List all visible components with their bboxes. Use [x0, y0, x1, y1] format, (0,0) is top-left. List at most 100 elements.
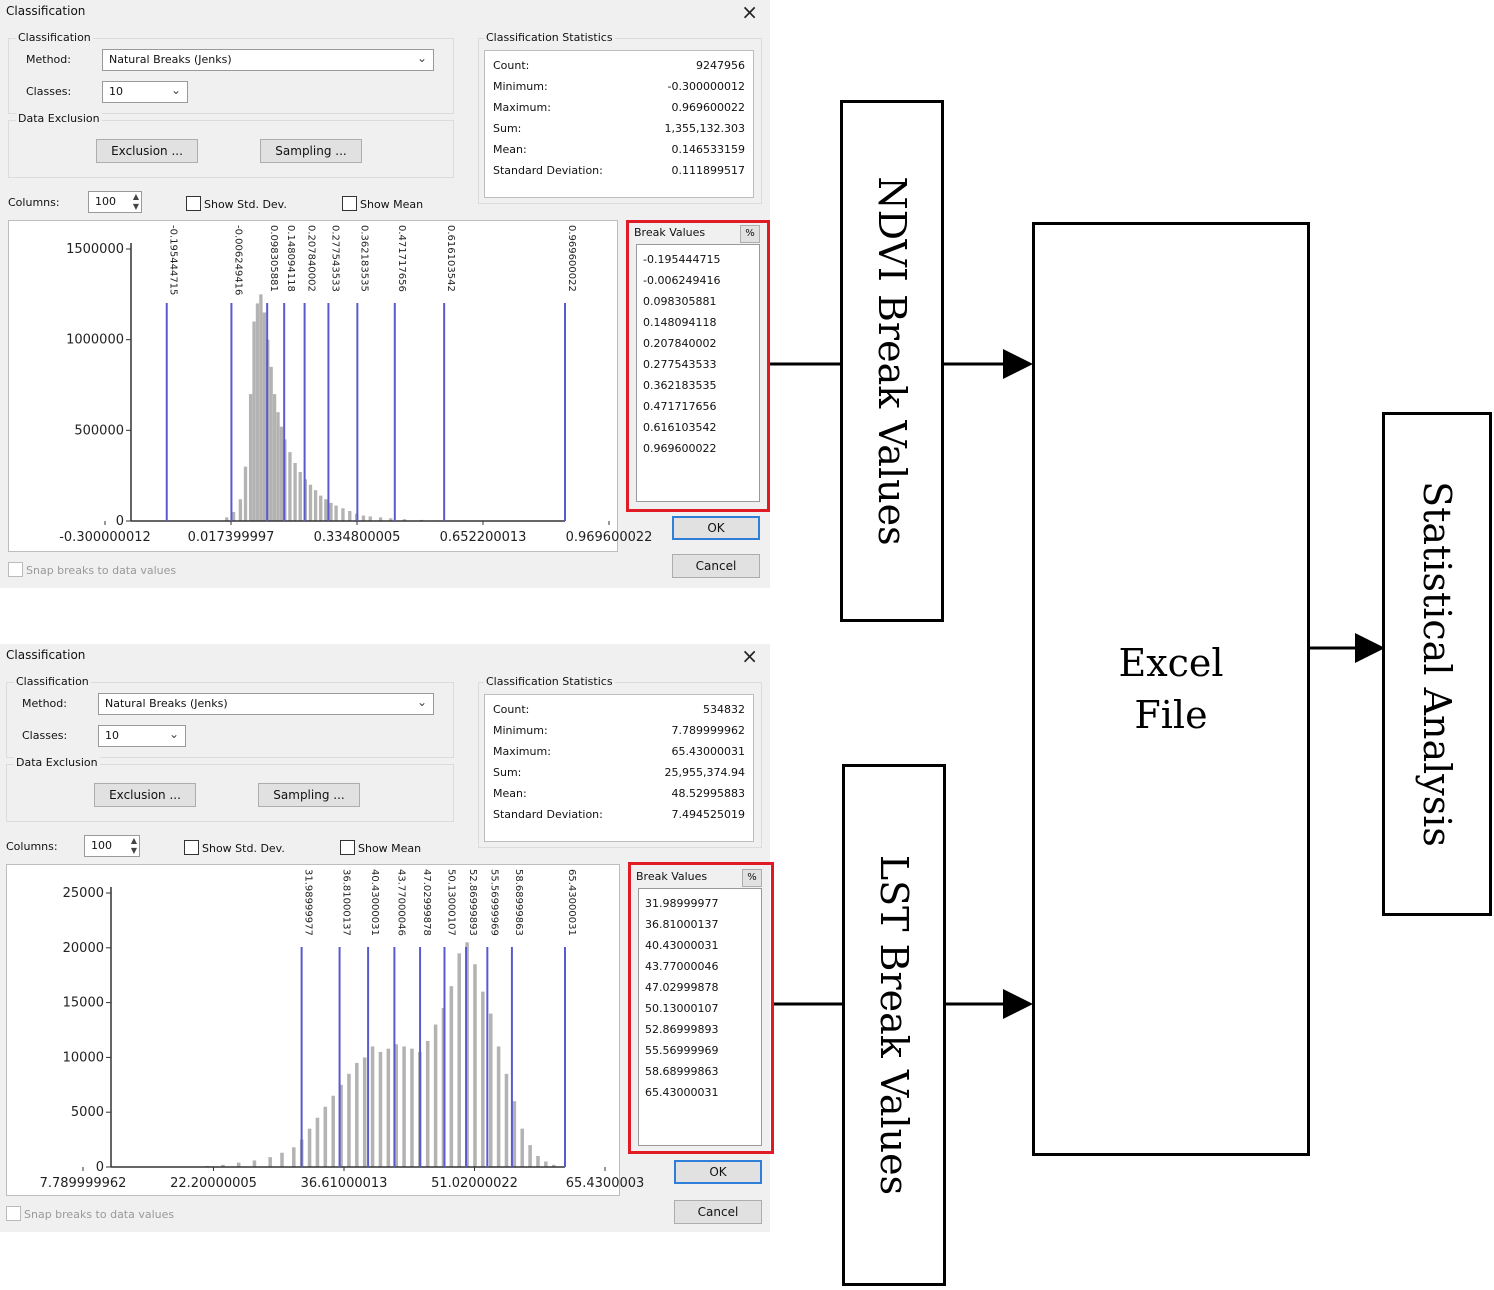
stat-label: Mean: — [493, 787, 527, 800]
stat-value: 1,355,132.303 — [664, 122, 745, 135]
data-exclusion-group-label: Data Exclusion — [16, 112, 102, 125]
dialog-title: Classification — [6, 4, 86, 18]
break-value-item[interactable]: 65.43000031 — [645, 1086, 719, 1099]
break-value-item[interactable]: 31.98999977 — [645, 897, 719, 910]
columns-value: 100 — [95, 195, 116, 208]
stats-panel: Count:9247956 Minimum:-0.300000012 Maxim… — [484, 50, 754, 198]
x-tick-label: 65.4300003 — [566, 1176, 645, 1191]
histogram-bar — [279, 426, 284, 521]
break-value-item[interactable]: 55.56999969 — [645, 1044, 719, 1057]
histogram-bar — [496, 1046, 501, 1167]
histogram-bar — [276, 412, 280, 521]
ok-button[interactable]: OK — [672, 516, 760, 540]
histogram-bar — [402, 519, 407, 521]
classes-dropdown[interactable]: 10 ⌄ — [98, 725, 186, 747]
show-mean-checkbox[interactable]: Show Mean — [340, 840, 421, 855]
histogram-bar — [298, 472, 302, 521]
break-value-item[interactable]: 52.86999893 — [645, 1023, 719, 1036]
break-value-item[interactable]: 36.81000137 — [645, 918, 719, 931]
break-line-label: 0.969600022 — [566, 225, 577, 292]
break-value-item[interactable]: 43.77000046 — [645, 960, 719, 973]
classification-dialog-lst: Classification × Classification Method: … — [0, 644, 774, 1232]
stat-value: 0.969600022 — [671, 101, 745, 114]
stat-row: Minimum:-0.300000012 — [493, 80, 745, 98]
method-dropdown[interactable]: Natural Breaks (Jenks) ⌄ — [98, 693, 434, 715]
break-value-item[interactable]: 50.13000107 — [645, 1002, 719, 1015]
ok-button[interactable]: OK — [674, 1160, 762, 1184]
break-line-label: -0.195444715 — [168, 225, 179, 295]
histogram-bar — [231, 511, 236, 521]
classes-dropdown[interactable]: 10 ⌄ — [102, 81, 188, 103]
exclusion-button[interactable]: Exclusion ... — [94, 783, 196, 807]
break-value-item[interactable]: 0.362183535 — [643, 379, 717, 392]
x-tick-label: 0.017399997 — [188, 530, 275, 545]
chevron-down-icon: ⌄ — [168, 727, 179, 741]
break-value-item[interactable]: 0.098305881 — [643, 295, 717, 308]
histogram-bar — [339, 1084, 343, 1167]
break-line-label: -0.006249416 — [232, 225, 243, 295]
stat-label: Mean: — [493, 143, 527, 156]
cancel-button[interactable]: Cancel — [672, 554, 760, 578]
histogram-bar — [389, 518, 393, 521]
columns-stepper[interactable]: 100 ▲▼ — [88, 191, 142, 213]
x-tick-label: 0.652200013 — [440, 530, 527, 545]
chevron-down-icon: ⌄ — [416, 695, 427, 709]
show-std-dev-label: Show Std. Dev. — [202, 842, 285, 855]
stat-label: Minimum: — [493, 724, 548, 737]
break-value-item[interactable]: -0.006249416 — [643, 274, 721, 287]
histogram-bar — [347, 1073, 351, 1167]
classification-group-label: Classification — [16, 31, 93, 44]
show-std-dev-checkbox[interactable]: Show Std. Dev. — [184, 840, 285, 855]
method-dropdown[interactable]: Natural Breaks (Jenks) ⌄ — [102, 49, 434, 71]
stat-row: Standard Deviation:7.494525019 — [493, 808, 745, 826]
break-value-item[interactable]: 0.616103542 — [643, 421, 717, 434]
histogram-bar — [259, 294, 263, 521]
snap-breaks-checkbox[interactable]: Snap breaks to data values — [6, 1206, 174, 1221]
break-value-item[interactable]: 0.277543533 — [643, 358, 717, 371]
percent-toggle-button[interactable]: % — [742, 869, 762, 887]
histogram-bar — [324, 499, 328, 521]
stepper-arrows-icon[interactable]: ▲▼ — [130, 836, 137, 855]
sampling-button[interactable]: Sampling ... — [260, 139, 362, 163]
break-line-label: 0.616103542 — [445, 225, 456, 292]
close-icon[interactable]: × — [741, 644, 758, 668]
break-values-list[interactable]: 31.98999977 36.81000137 40.43000031 43.7… — [638, 888, 762, 1146]
stats-group — [478, 682, 762, 848]
break-value-item[interactable]: 0.471717656 — [643, 400, 717, 413]
columns-stepper[interactable]: 100 ▲▼ — [84, 835, 140, 857]
y-tick-label: 500000 — [74, 423, 124, 438]
stat-row: Sum:25,955,374.94 — [493, 766, 745, 784]
histogram-bar — [536, 1156, 540, 1167]
break-values-highlight — [626, 220, 770, 512]
break-value-item[interactable]: 0.207840002 — [643, 337, 717, 350]
columns-label: Columns: — [6, 840, 58, 853]
histogram-bar — [465, 942, 469, 1167]
show-std-dev-checkbox[interactable]: Show Std. Dev. — [186, 196, 287, 211]
stats-panel: Count:534832 Minimum:7.789999962 Maximum… — [484, 694, 754, 842]
snap-breaks-checkbox[interactable]: Snap breaks to data values — [8, 562, 176, 577]
histogram-bar — [225, 517, 229, 521]
break-value-item[interactable]: 0.148094118 — [643, 316, 717, 329]
close-icon[interactable]: × — [741, 0, 758, 24]
show-mean-checkbox[interactable]: Show Mean — [342, 196, 423, 211]
y-tick-label: 15000 — [63, 996, 104, 1011]
cancel-button[interactable]: Cancel — [674, 1200, 762, 1224]
stat-label: Minimum: — [493, 80, 548, 93]
stat-label: Maximum: — [493, 101, 551, 114]
break-value-item[interactable]: 0.969600022 — [643, 442, 717, 455]
stepper-arrows-icon[interactable]: ▲▼ — [132, 192, 139, 211]
break-value-item[interactable]: -0.195444715 — [643, 253, 721, 266]
sampling-button[interactable]: Sampling ... — [258, 783, 360, 807]
break-value-item[interactable]: 40.43000031 — [645, 939, 719, 952]
histogram-bar — [255, 303, 260, 521]
checkbox-icon — [184, 840, 199, 855]
histogram-bar — [378, 517, 383, 521]
break-value-item[interactable]: 58.68999863 — [645, 1065, 719, 1078]
break-values-list[interactable]: -0.195444715 -0.006249416 0.098305881 0.… — [636, 244, 760, 502]
percent-toggle-button[interactable]: % — [740, 225, 760, 243]
break-value-item[interactable]: 47.02999878 — [645, 981, 719, 994]
stat-row: Maximum:65.43000031 — [493, 745, 745, 763]
exclusion-button[interactable]: Exclusion ... — [96, 139, 198, 163]
